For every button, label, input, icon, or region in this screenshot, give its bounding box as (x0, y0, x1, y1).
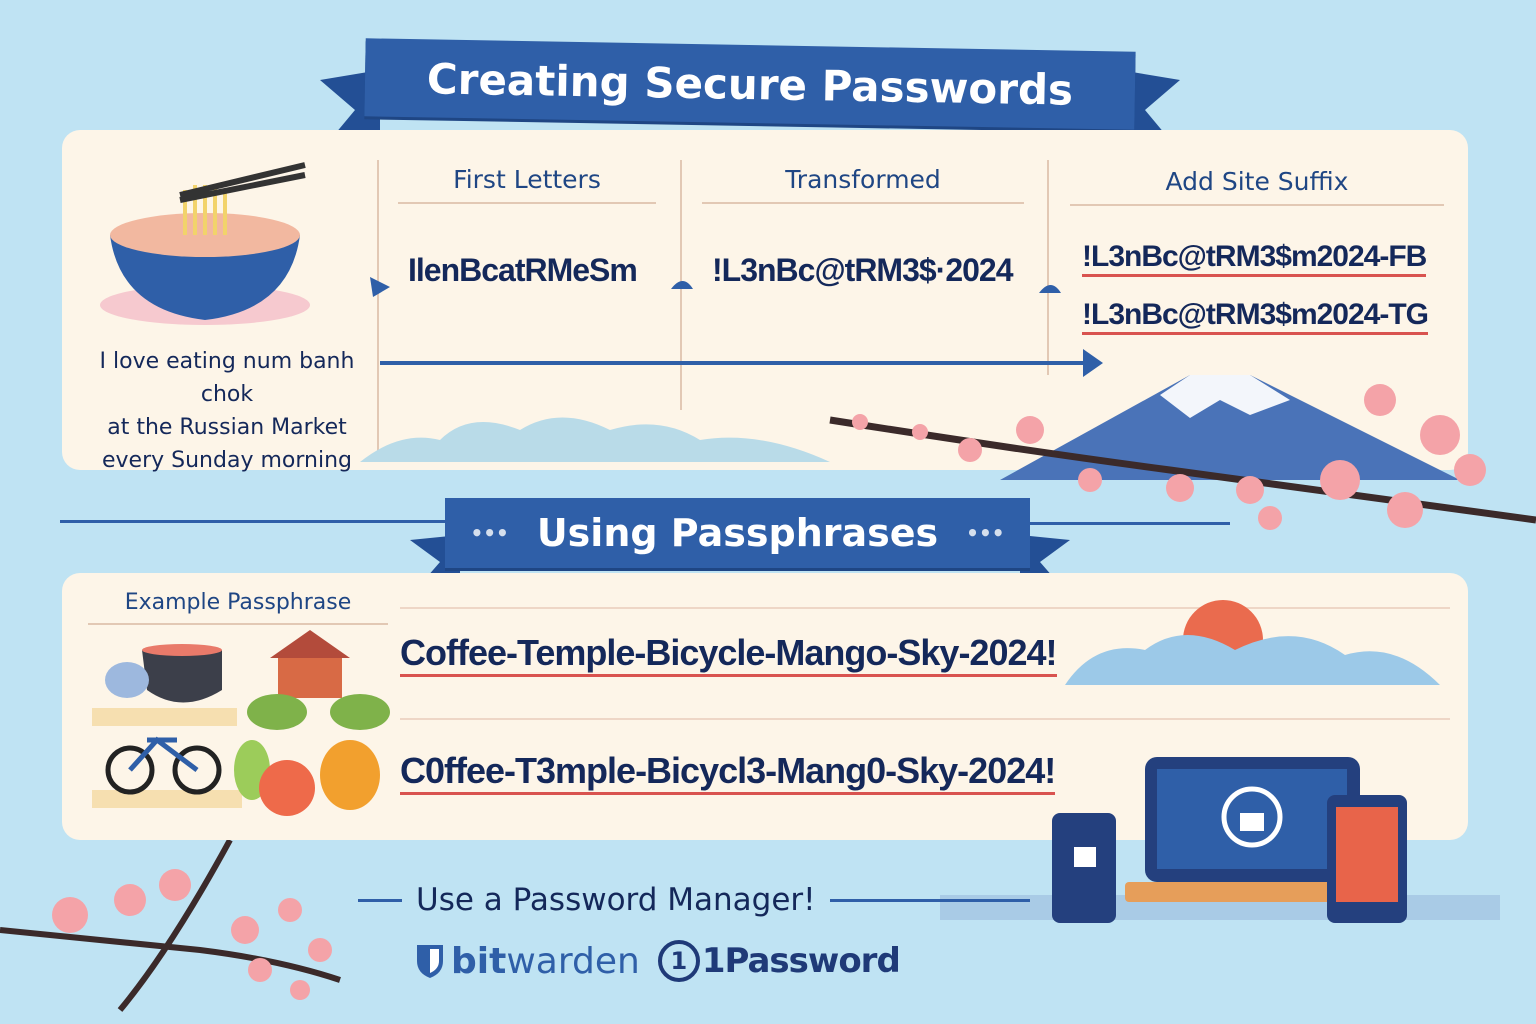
1password-icon: 1 (657, 940, 700, 982)
first-letters-value: IlenBcatRMeSm (408, 252, 638, 288)
dots-decoration: ••• (470, 521, 509, 545)
1password-logo[interactable]: 1 1Password (657, 940, 901, 982)
suffix-value-fb: !L3nBc@tRM3$m2024-FB (1082, 240, 1427, 277)
phrase-line: at the Russian Market (107, 415, 347, 440)
divider-line (1030, 522, 1230, 525)
page-title: Creating Secure Passwords (364, 38, 1136, 130)
bitwarden-logo[interactable]: bitwarden (415, 941, 640, 982)
divider-line (60, 520, 460, 523)
section-title: ••• Using Passphrases ••• (445, 498, 1030, 568)
cta-text: Use a Password Manager! (416, 882, 816, 918)
divider-line (829, 898, 1030, 902)
column-header-site-suffix: Add Site Suffix (1070, 167, 1444, 206)
logo-text: 1Password (701, 941, 901, 981)
transformed-value: !L3nBc@tRM3$·2024 (712, 252, 1014, 288)
column-header-first-letters: First Letters (398, 165, 656, 204)
phrase-line: every Sunday morning (102, 448, 352, 473)
section-title-text: Using Passphrases (536, 511, 939, 555)
phrase-line: I love eating num banh chok (99, 349, 355, 407)
logo-text: warden (506, 940, 640, 982)
passphrase-objects-illustration (92, 630, 390, 816)
mount-fuji-cherry-blossom-illustration (829, 375, 1536, 530)
example-passphrase-label: Example Passphrase (88, 590, 388, 625)
sun-clouds-decoration (1065, 600, 1440, 685)
dots-decoration: ••• (966, 521, 1005, 545)
divider (400, 718, 1450, 720)
password-manager-cta: Use a Password Manager! (358, 882, 1030, 918)
passphrase-plain: Coffee-Temple-Bicycle-Mango-Sky-2024! (400, 632, 1058, 677)
divider (400, 607, 1450, 609)
shield-icon (417, 945, 443, 978)
noodle-bowl-icon (100, 162, 310, 325)
memorable-phrase: I love eating num banh chok at the Russi… (72, 345, 382, 477)
devices-lock-illustration (940, 757, 1500, 923)
password-manager-logos: bitwarden 1 1Password (415, 940, 901, 982)
logo-text: bit (451, 940, 507, 982)
passphrase-substituted: C0ffee-T3mple-Bicycl3-Mang0-Sky-2024! (400, 750, 1056, 795)
flow-arrows (370, 277, 1103, 377)
divider (377, 160, 379, 460)
divider-line (358, 898, 402, 902)
suffix-value-tg: !L3nBc@tRM3$m2024-TG (1082, 298, 1429, 335)
column-header-transformed: Transformed (702, 165, 1024, 204)
cherry-blossom-branch-decoration (0, 840, 341, 1012)
clouds-decoration (360, 417, 830, 462)
divider (1047, 160, 1049, 375)
